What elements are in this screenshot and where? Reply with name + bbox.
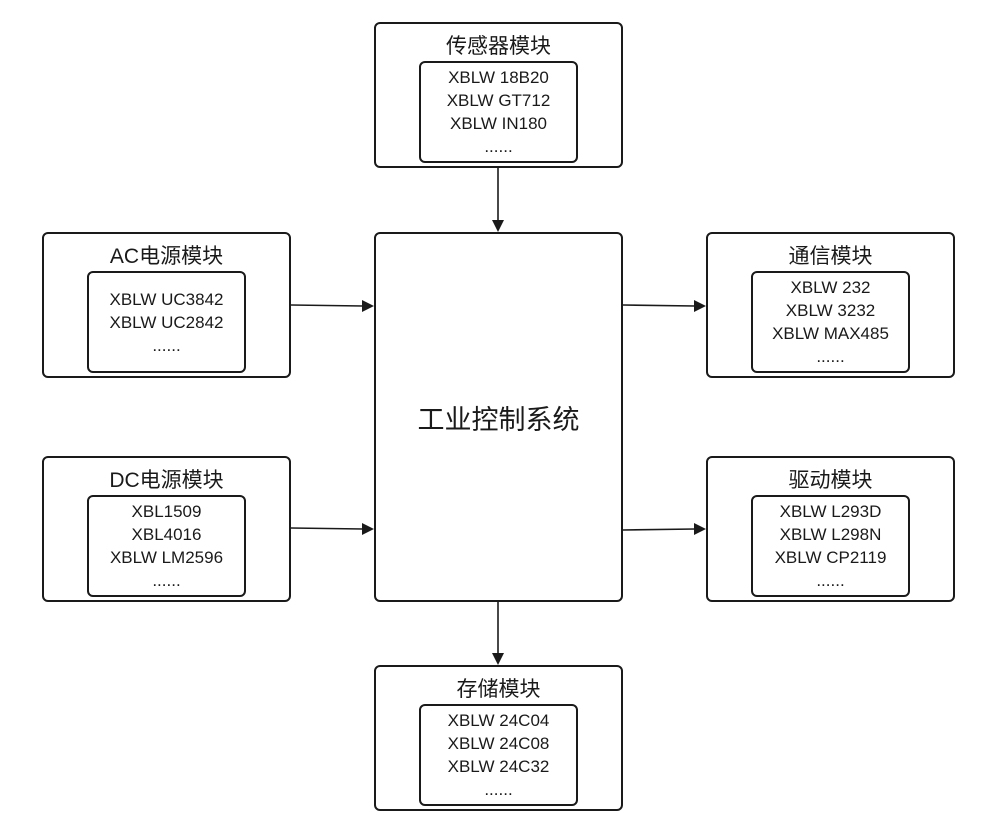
part-item: XBLW IN180 bbox=[449, 114, 547, 133]
arrow-center-to-driver bbox=[622, 523, 706, 535]
part-item: XBLW 18B20 bbox=[448, 68, 549, 87]
part-item: ...... bbox=[152, 571, 181, 590]
arrow-ac-to-center bbox=[290, 300, 374, 312]
dc-power-module: DC电源模块 XBL1509 XBL4016 XBLW LM2596 .....… bbox=[42, 456, 291, 602]
module-part-list: XBLW 232 XBLW 3232 XBLW MAX485 ...... bbox=[751, 271, 910, 373]
part-item: XBLW CP2119 bbox=[774, 548, 887, 567]
module-title: 传感器模块 bbox=[446, 35, 551, 58]
part-item: XBLW UC3842 bbox=[109, 289, 224, 309]
part-item: XBLW UC2842 bbox=[109, 312, 224, 332]
part-item: ...... bbox=[152, 335, 181, 355]
arrow-center-to-storage bbox=[492, 602, 504, 665]
part-item: XBLW GT712 bbox=[446, 91, 551, 110]
part-item: XBL4016 bbox=[131, 525, 202, 544]
part-item: XBLW 232 bbox=[790, 278, 871, 297]
part-item: ...... bbox=[484, 137, 513, 156]
arrow-center-to-communication bbox=[622, 300, 706, 312]
storage-module: 存储模块 XBLW 24C04 XBLW 24C08 XBLW 24C32 ..… bbox=[374, 665, 623, 811]
driver-module: 驱动模块 XBLW L293D XBLW L298N XBLW CP2119 .… bbox=[706, 456, 955, 602]
arrow-dc-to-center bbox=[290, 523, 374, 535]
module-title: DC电源模块 bbox=[109, 469, 224, 492]
part-item: ...... bbox=[816, 571, 845, 590]
arrow-sensor-to-center bbox=[492, 168, 504, 232]
module-title: 存储模块 bbox=[456, 678, 541, 701]
ac-power-module: AC电源模块 XBLW UC3842 XBLW UC2842 ...... bbox=[42, 232, 291, 378]
industrial-control-system-box: 工业控制系统 bbox=[374, 232, 623, 602]
module-part-list: XBLW L293D XBLW L298N XBLW CP2119 ...... bbox=[751, 495, 910, 597]
part-item: XBLW MAX485 bbox=[772, 324, 889, 343]
module-part-list: XBLW 18B20 XBLW GT712 XBLW IN180 ...... bbox=[419, 61, 578, 163]
module-part-list: XBLW UC3842 XBLW UC2842 ...... bbox=[87, 271, 246, 373]
module-title: 通信模块 bbox=[788, 245, 873, 268]
part-item: XBLW L293D bbox=[779, 502, 882, 521]
part-item: XBL1509 bbox=[131, 502, 202, 521]
module-title: AC电源模块 bbox=[109, 245, 224, 268]
part-item: ...... bbox=[484, 780, 513, 799]
part-item: XBLW LM2596 bbox=[109, 548, 224, 567]
part-item: ...... bbox=[816, 347, 845, 366]
part-item: XBLW 3232 bbox=[785, 301, 876, 320]
part-item: XBLW L298N bbox=[779, 525, 882, 544]
module-title: 驱动模块 bbox=[788, 469, 873, 492]
sensor-module: 传感器模块 XBLW 18B20 XBLW GT712 XBLW IN180 .… bbox=[374, 22, 623, 168]
module-part-list: XBLW 24C04 XBLW 24C08 XBLW 24C32 ...... bbox=[419, 704, 578, 806]
communication-module: 通信模块 XBLW 232 XBLW 3232 XBLW MAX485 ....… bbox=[706, 232, 955, 378]
part-item: XBLW 24C04 bbox=[447, 711, 550, 730]
part-item: XBLW 24C08 bbox=[447, 734, 550, 753]
module-part-list: XBL1509 XBL4016 XBLW LM2596 ...... bbox=[87, 495, 246, 597]
part-item: XBLW 24C32 bbox=[447, 757, 550, 776]
center-label: 工业控制系统 bbox=[417, 404, 580, 435]
